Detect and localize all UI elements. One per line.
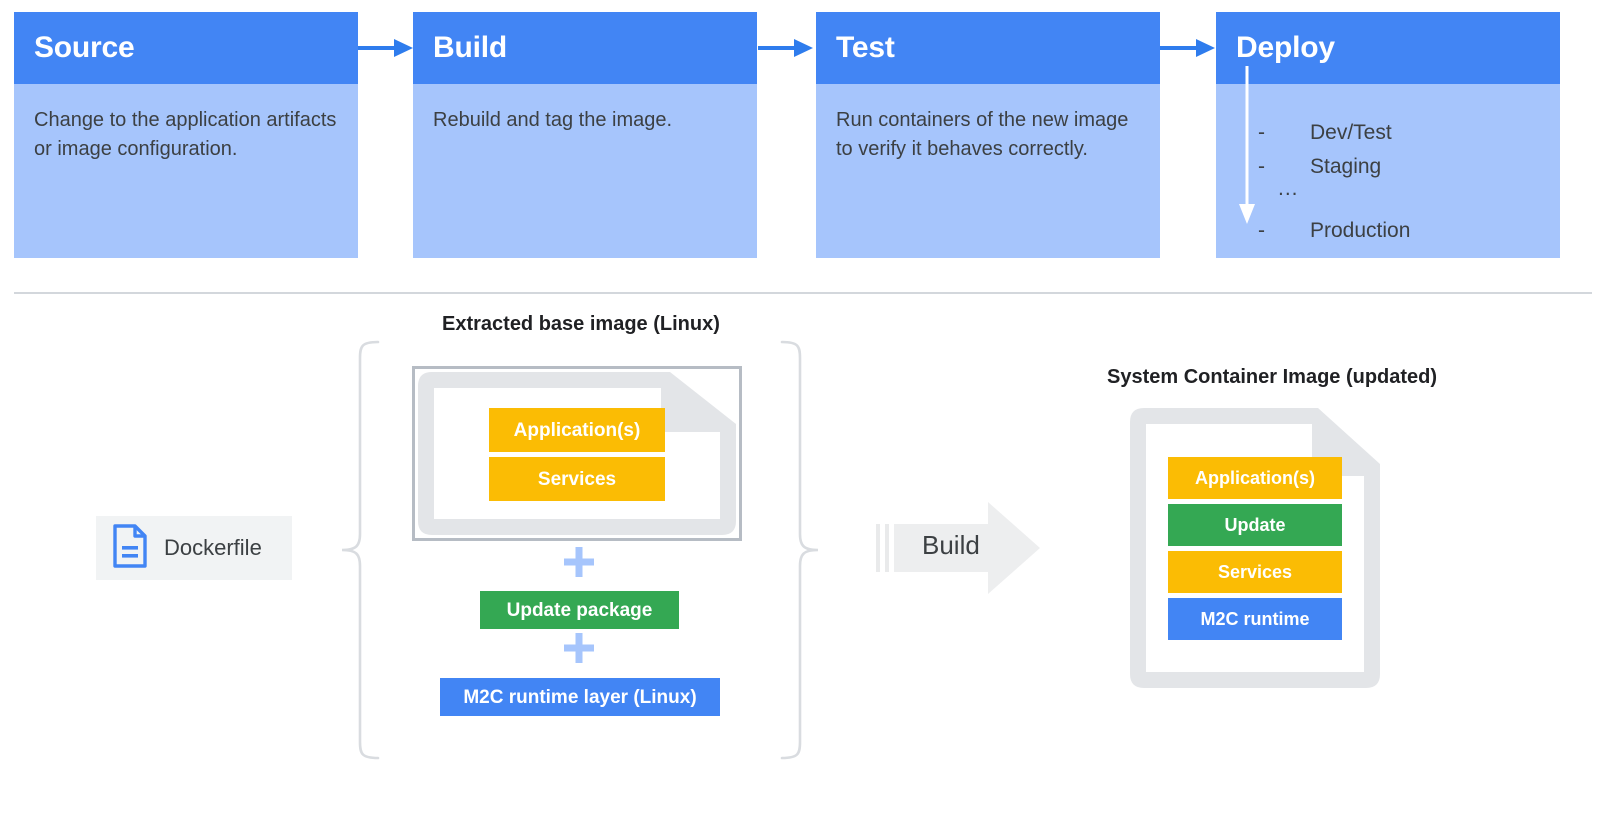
build-arrow-label: Build xyxy=(922,530,980,560)
layer-chip-application: Application(s) xyxy=(489,408,665,452)
base-image-selection-frame xyxy=(412,366,742,541)
system-image-layer-stack: Application(s) Update Services M2C runti… xyxy=(1130,408,1380,688)
layer-chip-application: Application(s) xyxy=(1168,456,1342,499)
layer-chip-update: Update xyxy=(1168,503,1342,546)
stage-title-source: Source xyxy=(34,31,135,64)
dockerfile-chip[interactable]: Dockerfile xyxy=(96,516,292,580)
stage-header-build: Build xyxy=(413,12,757,84)
stage-title-deploy: Deploy xyxy=(1236,31,1335,64)
base-image-layer-stack: Application(s) Services xyxy=(418,372,736,535)
section-divider xyxy=(14,292,1592,294)
deploy-ellipsis-label: ... xyxy=(1278,176,1299,200)
deploy-environment-list: - Dev/Test - Staging ... - Production xyxy=(1216,110,1560,258)
stage-body-build: Rebuild and tag the image. xyxy=(433,109,673,131)
pipeline-stage-test[interactable]: Test Run containers of the new image to … xyxy=(816,12,1160,258)
dockerfile-icon xyxy=(112,523,148,573)
plus-icon-2 xyxy=(564,633,594,663)
build-block-arrow: Build xyxy=(876,502,1041,594)
stage-title-test: Test xyxy=(836,31,895,64)
dockerfile-label: Dockerfile xyxy=(164,535,262,560)
base-image-document: Application(s) Services xyxy=(418,372,736,535)
stage-header-source: Source xyxy=(14,12,358,84)
deploy-item-dev-test: - Dev/Test xyxy=(1258,122,1392,143)
pipeline-stage-deploy[interactable]: Deploy xyxy=(1216,12,1560,258)
layer-chip-m2c-runtime: M2C runtime xyxy=(1168,597,1342,640)
arrow-build-to-test xyxy=(758,36,814,60)
deploy-label-production: Production xyxy=(1310,219,1411,242)
plus-icon-1 xyxy=(564,547,594,577)
stage-title-build: Build xyxy=(433,31,507,64)
deploy-item-staging: - Staging xyxy=(1258,156,1381,177)
deploy-label-dev-test: Dev/Test xyxy=(1310,121,1392,144)
caption-system-container-image: System Container Image (updated) xyxy=(1107,366,1438,388)
pipeline-stage-build[interactable]: Build Rebuild and tag the image. xyxy=(413,12,757,258)
deploy-dash-1: - xyxy=(1258,155,1265,178)
layer-chip-services: Services xyxy=(1168,550,1342,593)
arrow-source-to-build xyxy=(358,36,414,60)
deploy-dash-0: - xyxy=(1258,121,1265,144)
layer-chip-services: Services xyxy=(489,457,665,501)
brace-left xyxy=(340,340,380,760)
caption-extracted-base-image: Extracted base image (Linux) xyxy=(442,313,720,335)
pipeline-stage-source[interactable]: Source Change to the application artifac… xyxy=(14,12,358,258)
deploy-dash-3: - xyxy=(1258,219,1265,242)
stage-body-source: Change to the application artifacts or i… xyxy=(34,109,337,160)
stack-bar-update-package: Update package xyxy=(480,591,679,629)
system-container-image-document: Application(s) Update Services M2C runti… xyxy=(1130,408,1380,688)
container-build-diagram: Extracted base image (Linux) System Cont… xyxy=(0,300,1606,822)
stack-bar-m2c-runtime-layer: M2C runtime layer (Linux) xyxy=(440,678,720,716)
stage-body-test: Run containers of the new image to verif… xyxy=(836,109,1129,160)
stage-header-test: Test xyxy=(816,12,1160,84)
brace-right xyxy=(780,340,820,760)
stage-header-deploy: Deploy xyxy=(1216,12,1560,84)
pipeline-row: Source Change to the application artifac… xyxy=(0,0,1606,262)
deploy-progress-arrow-icon xyxy=(1236,66,1258,226)
arrow-test-to-deploy xyxy=(1160,36,1216,60)
deploy-item-production: - Production xyxy=(1258,220,1410,241)
deploy-label-staging: Staging xyxy=(1310,155,1382,178)
